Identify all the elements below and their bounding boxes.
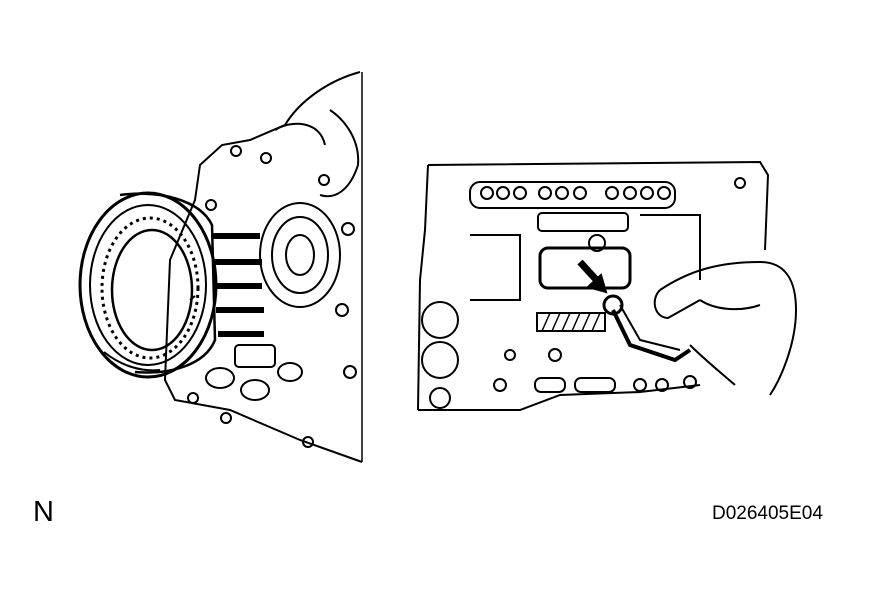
view-letter: N xyxy=(33,496,54,528)
transmission-case-with-clutch-drum-icon xyxy=(70,70,370,470)
figure-code: D026405E04 xyxy=(712,503,823,524)
valve-body-check-ball-removal-icon xyxy=(405,148,800,448)
